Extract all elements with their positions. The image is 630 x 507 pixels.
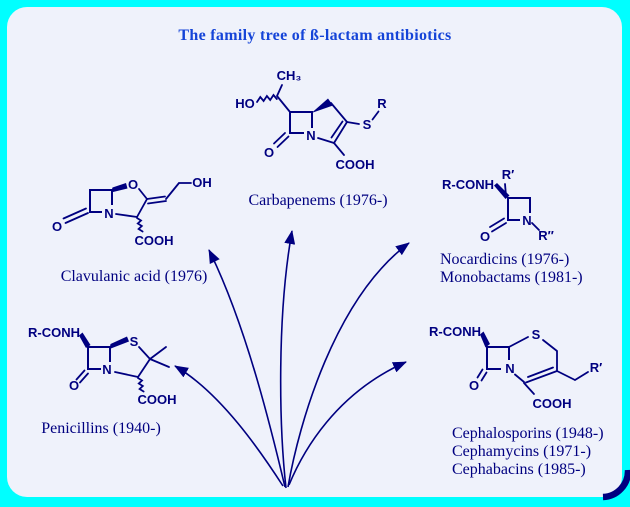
- label-nocardicins: Nocardicins (1976-): [440, 251, 570, 268]
- page-title: The family tree of ß-lactam antibiotics: [178, 27, 452, 44]
- label-cephabacins: Cephabacins (1985-): [452, 461, 586, 478]
- label-nocardicins-group: Nocardicins (1976-) Monobactams (1981-): [440, 251, 583, 287]
- label-cephamycins: Cephamycins (1971-): [452, 443, 592, 460]
- label-monobactams: Monobactams (1981-): [440, 269, 583, 286]
- label-cephalosporins: Cephalosporins (1948-): [452, 425, 604, 442]
- label-penicillins: Penicillins (1940-): [41, 420, 161, 437]
- label-carbapenems: Carbapenems (1976-): [248, 192, 388, 209]
- label-cephalosporins-group: Cephalosporins (1948-) Cephamycins (1971…: [452, 425, 604, 479]
- label-clavulanic-acid: Clavulanic acid (1976): [60, 268, 208, 285]
